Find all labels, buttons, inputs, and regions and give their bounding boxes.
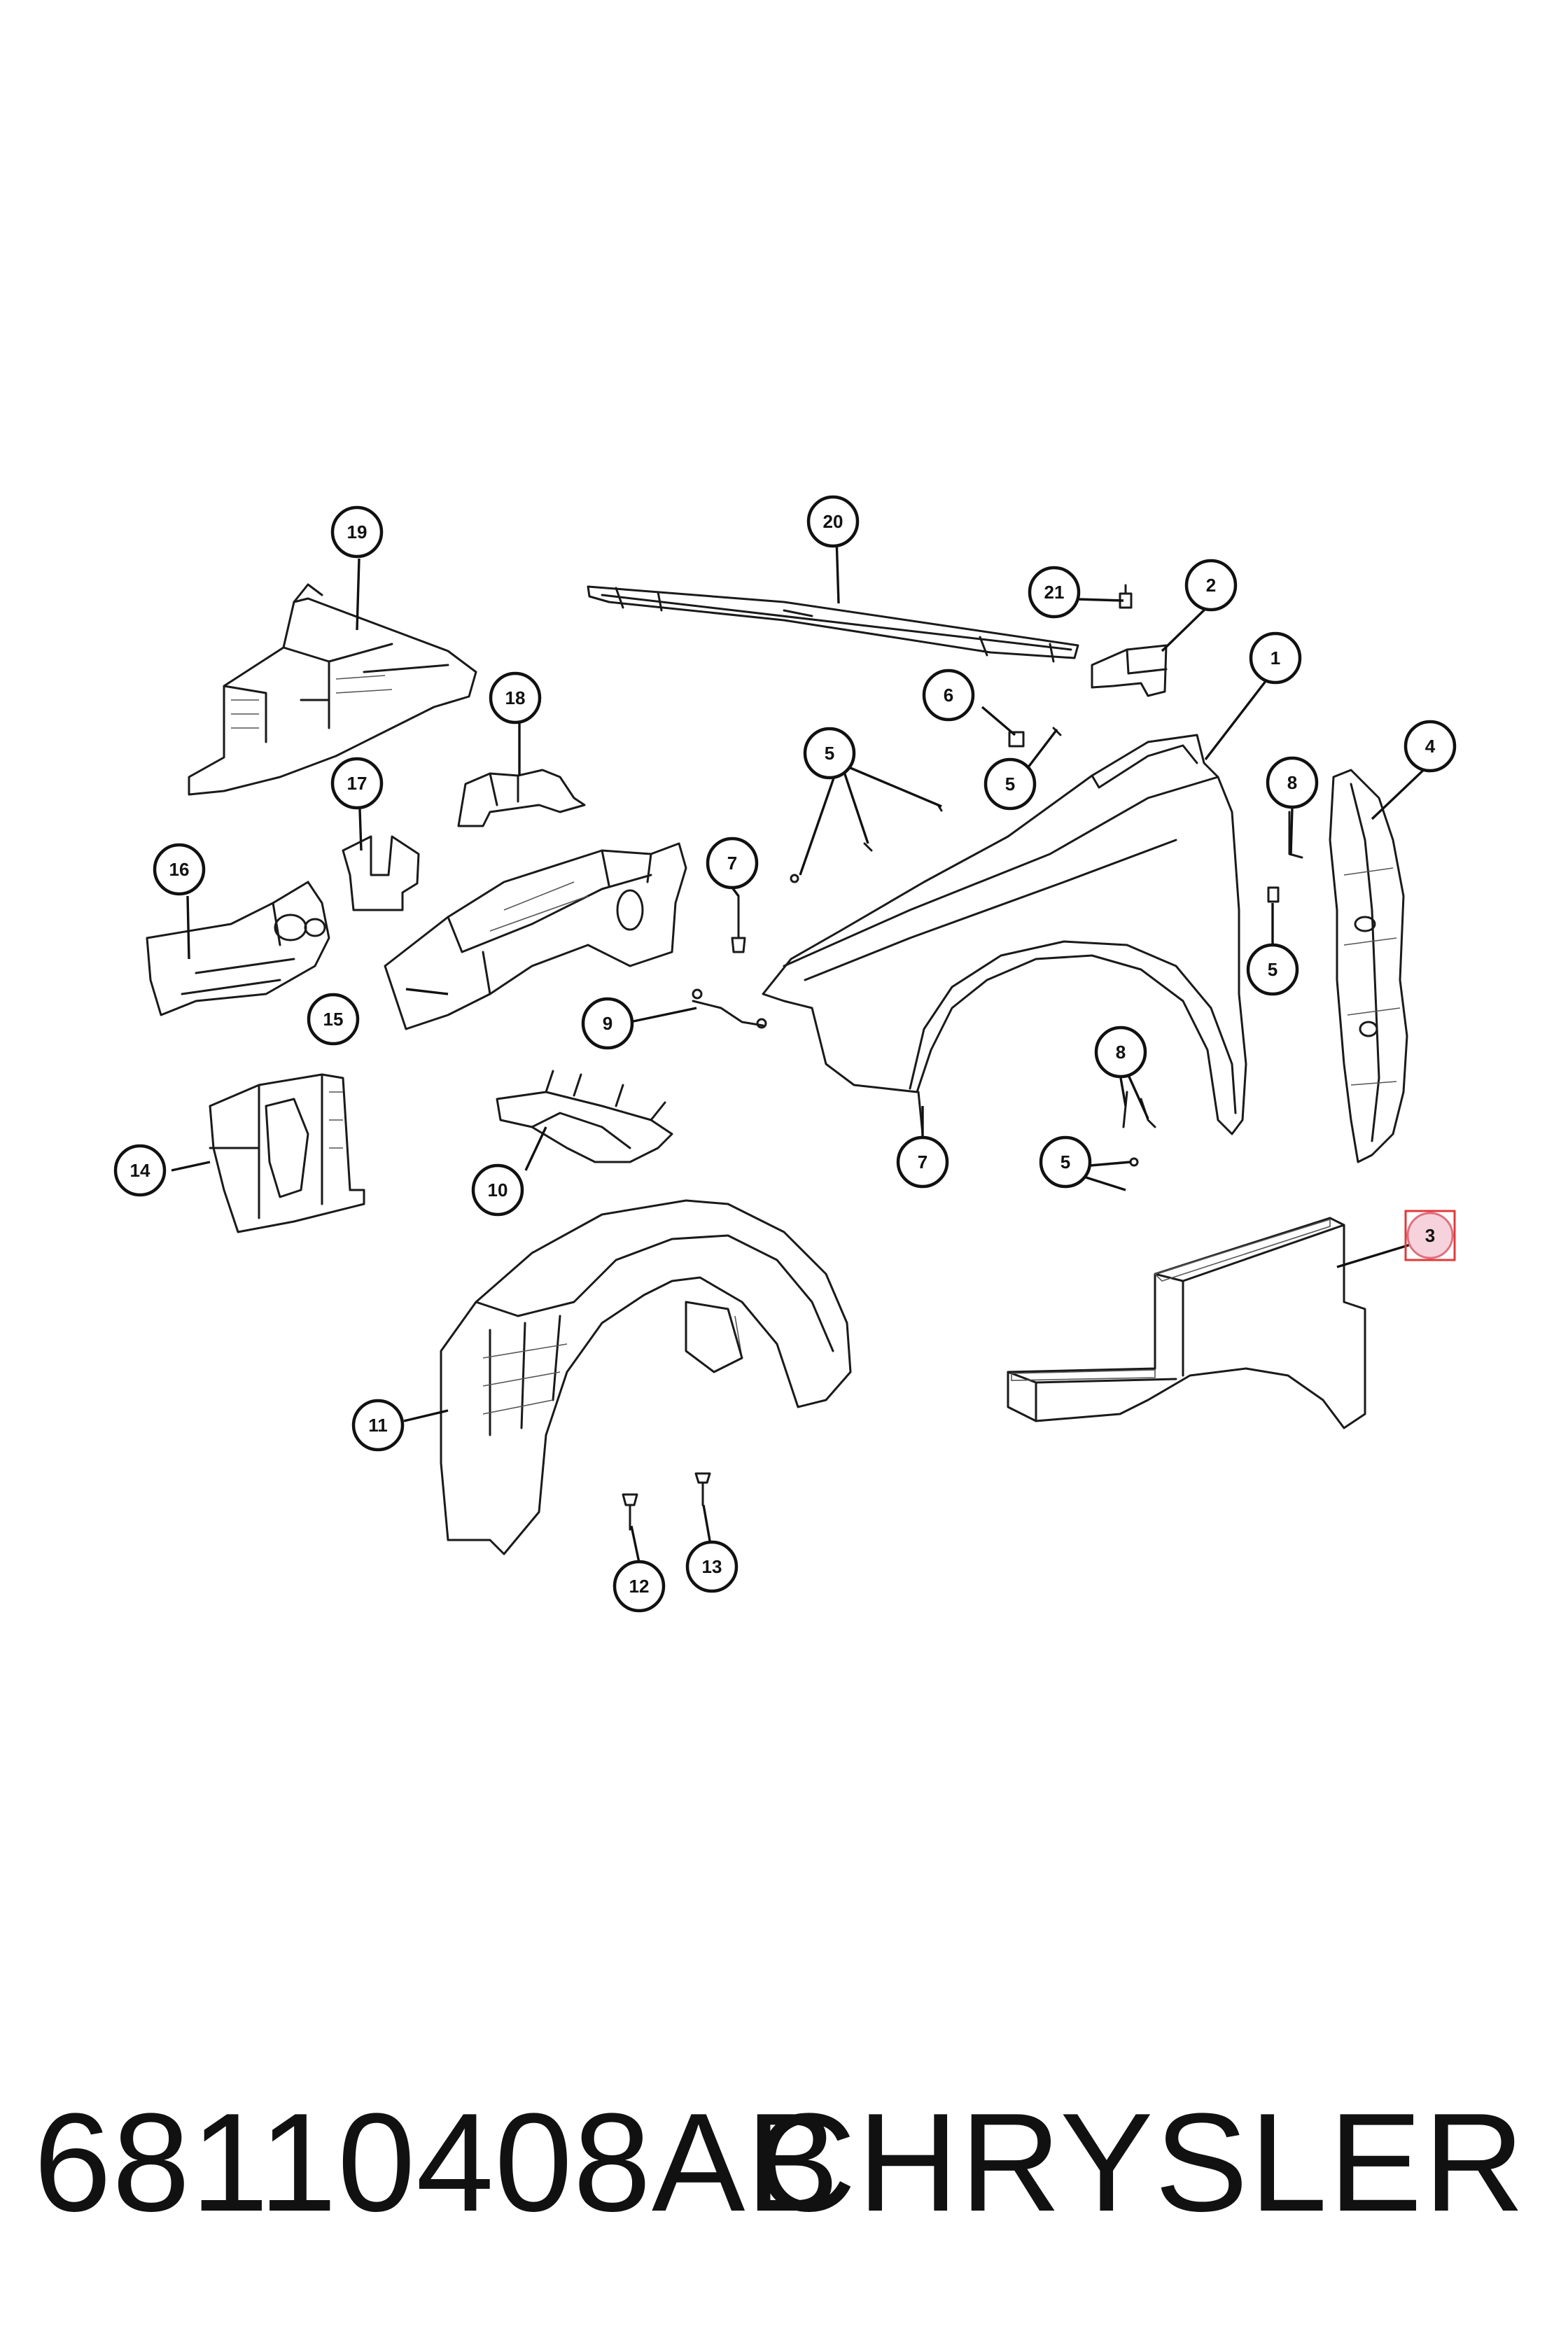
callout-19-label: 19 (347, 522, 368, 542)
callout-17-label: 17 (347, 773, 368, 794)
callout-8b: 8 (1094, 1026, 1147, 1079)
callout-5c: 5 (1246, 943, 1299, 996)
callout-18-label: 18 (505, 687, 526, 708)
exploded-parts-diagram: 20 21 2 1 4 6 5 5 8 5 7 9 8 5 7 10 15 14… (113, 495, 1457, 1613)
callout-5d: 5 (1039, 1135, 1092, 1189)
part-2-bracket (1091, 644, 1168, 697)
callout-12: 12 (612, 1560, 666, 1613)
callout-7a: 7 (706, 836, 759, 890)
part-11-liner (440, 1199, 852, 1555)
part-3-insulator (1007, 1217, 1366, 1429)
callout-1: 1 (1249, 631, 1302, 685)
callout-20: 20 (806, 495, 860, 548)
callout-20-label: 20 (823, 511, 844, 532)
callout-5c-label: 5 (1268, 959, 1278, 980)
callout-14: 14 (113, 1144, 167, 1197)
callout-9: 9 (581, 997, 634, 1050)
leader-lines (171, 537, 1431, 1563)
part-17-bracket (342, 835, 420, 911)
part-16-shield (146, 881, 330, 1016)
callout-19: 19 (330, 505, 384, 559)
part-14-splash-shield (209, 1073, 365, 1233)
highlight-box (1404, 1210, 1456, 1261)
part-4-inner-panel (1329, 769, 1408, 1163)
callout-2: 2 (1184, 559, 1238, 612)
part-21-bolt (1119, 584, 1133, 609)
callout-1-label: 1 (1270, 648, 1280, 668)
callout-8a-label: 8 (1287, 772, 1297, 793)
callout-7a-label: 7 (727, 853, 737, 874)
callout-13-label: 13 (702, 1556, 722, 1577)
callout-7b-label: 7 (918, 1152, 927, 1172)
part-1-fender (762, 734, 1247, 1135)
callout-5a-label: 5 (1005, 774, 1015, 794)
callout-17: 17 (330, 757, 384, 810)
callout-2-label: 2 (1206, 575, 1216, 596)
callout-21: 21 (1028, 566, 1081, 619)
part-18-bracket (457, 769, 586, 827)
callout-8b-label: 8 (1116, 1042, 1126, 1063)
callout-5b: 5 (803, 727, 856, 780)
part-20-rail (587, 585, 1079, 663)
footer: 68110408AB CHRYSLER (0, 2072, 1568, 2254)
part-10-bracket (496, 1070, 673, 1163)
callout-3-label: 3 (1425, 1225, 1435, 1246)
callout-13: 13 (685, 1540, 738, 1593)
callout-9-label: 9 (603, 1013, 612, 1034)
callout-3-highlighted[interactable]: 3 (1404, 1210, 1456, 1261)
callout-12-label: 12 (629, 1576, 650, 1597)
part-13-bolt (694, 1472, 711, 1506)
callout-15: 15 (307, 993, 360, 1046)
callout-16-label: 16 (169, 859, 190, 880)
callout-6: 6 (922, 668, 975, 722)
callout-15-label: 15 (323, 1009, 344, 1030)
callout-5b-label: 5 (825, 743, 834, 764)
callout-21-label: 21 (1044, 582, 1065, 603)
callout-16: 16 (153, 843, 206, 896)
callout-10-label: 10 (488, 1180, 508, 1200)
callout-14-label: 14 (130, 1160, 150, 1181)
callout-7b: 7 (896, 1135, 949, 1189)
callout-18: 18 (489, 671, 542, 724)
part-6-clip (1008, 731, 1025, 748)
part-9-cable (692, 988, 767, 1029)
callout-4: 4 (1404, 720, 1457, 773)
callout-5a: 5 (983, 757, 1037, 811)
part-7-bolt-left (731, 895, 746, 953)
part-15-frame-rail (384, 842, 687, 1030)
callout-10: 10 (471, 1163, 524, 1217)
part-number: 68110408AB (34, 2085, 840, 2241)
callout-5d-label: 5 (1060, 1152, 1070, 1172)
callout-8a: 8 (1266, 756, 1319, 809)
callout-4-label: 4 (1425, 736, 1436, 757)
callout-11-label: 11 (368, 1415, 388, 1436)
callout-6-label: 6 (944, 685, 953, 706)
callout-11: 11 (351, 1399, 405, 1452)
brand-name: CHRYSLER (755, 2085, 1526, 2241)
part-12-bolt (622, 1493, 638, 1531)
part-19-cowl-panel (188, 583, 477, 796)
